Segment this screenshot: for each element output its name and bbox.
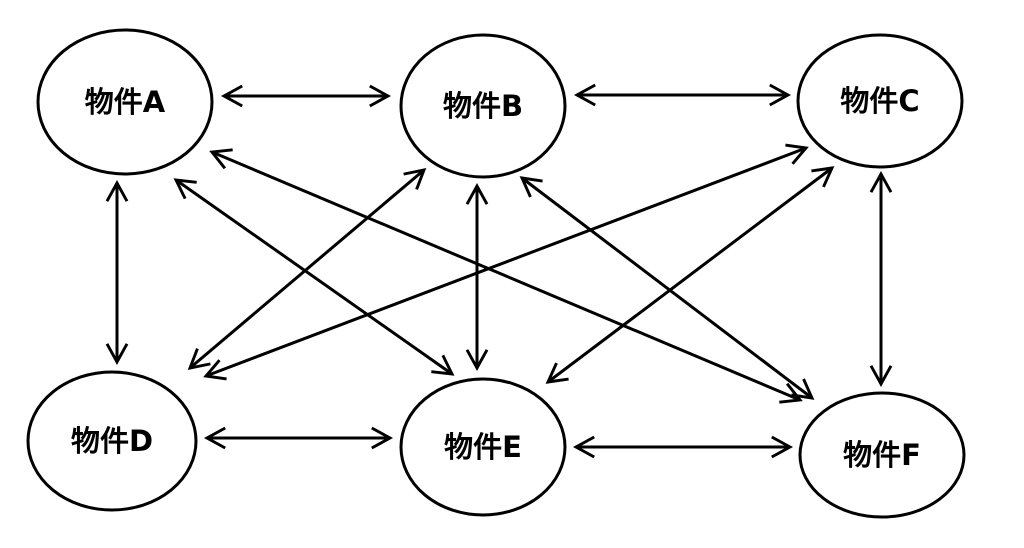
edges-layer [105,83,893,459]
node-A: 物件A [36,28,214,176]
node-D: 物件D [26,370,198,512]
edge-B-F [519,176,815,400]
node-ellipse-A [36,28,214,176]
node-F: 物件F [798,391,966,519]
node-ellipse-C [796,33,964,169]
node-C: 物件C [796,33,964,169]
node-label-B: 物件B [443,89,523,123]
edge-C-E [545,166,835,384]
node-E: 物件E [399,377,567,517]
node-ellipse-E [399,377,567,517]
node-ellipse-F [798,391,966,519]
node-label-F: 物件F [843,438,921,472]
node-label-E: 物件E [444,430,522,464]
edge-C-D [203,143,809,381]
node-ellipse-D [26,370,198,512]
nodes-layer: 物件A 物件B 物件C 物件D 物件E 物件F [26,28,966,519]
node-label-A: 物件A [85,85,166,119]
node-B: 物件B [399,33,567,179]
node-label-C: 物件C [840,84,919,118]
node-label-D: 物件D [71,424,153,458]
node-ellipse-B [399,33,567,179]
